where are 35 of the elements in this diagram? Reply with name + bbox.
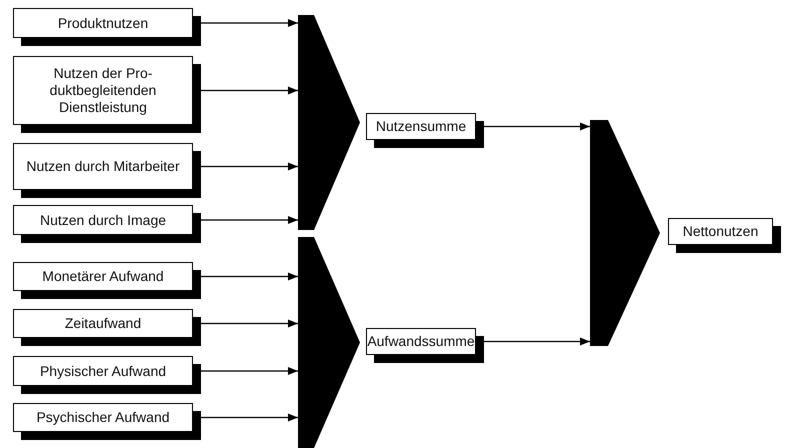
process-box: [668, 218, 781, 253]
process-box: [13, 403, 201, 440]
arrow: [484, 338, 590, 346]
arrow: [201, 272, 298, 280]
process-box: [13, 56, 201, 133]
arrow: [201, 19, 298, 27]
merge-wedge: [590, 120, 660, 346]
process-box: [13, 143, 201, 198]
box-label: Physischer Aufwand: [38, 362, 168, 380]
process-box: [13, 8, 201, 46]
box-label: Nutzen durch Image: [38, 212, 168, 228]
arrow: [201, 414, 298, 422]
box-label: Zeitaufwand: [64, 315, 142, 332]
box-label: Monetärer Aufwand: [41, 268, 165, 285]
box-label: Produktnutzen: [56, 14, 150, 32]
arrow: [201, 320, 298, 328]
box-label: Nutzensumme: [374, 118, 468, 135]
process-box: [13, 205, 201, 243]
arrow: [201, 367, 298, 375]
process-box: [366, 113, 484, 148]
merge-wedge: [298, 237, 360, 448]
box-label: Aufwandssumme: [366, 333, 476, 350]
box-label: Nutzen durch Mitarbeiter: [25, 158, 181, 175]
arrow: [484, 122, 590, 130]
arrow: [201, 216, 298, 224]
box-label: Nettonutzen: [682, 223, 760, 240]
arrow: [201, 162, 298, 170]
merge-wedge: [298, 15, 360, 230]
box-label: Psychischer Aufwand: [35, 409, 171, 426]
process-box: [366, 328, 484, 363]
process-box: [13, 262, 201, 299]
process-box: [13, 356, 201, 394]
arrow: [201, 86, 298, 94]
process-box: [13, 309, 201, 346]
box-label: Nutzen der Pro- duktbegleitenden Dienstleistung: [48, 65, 158, 116]
